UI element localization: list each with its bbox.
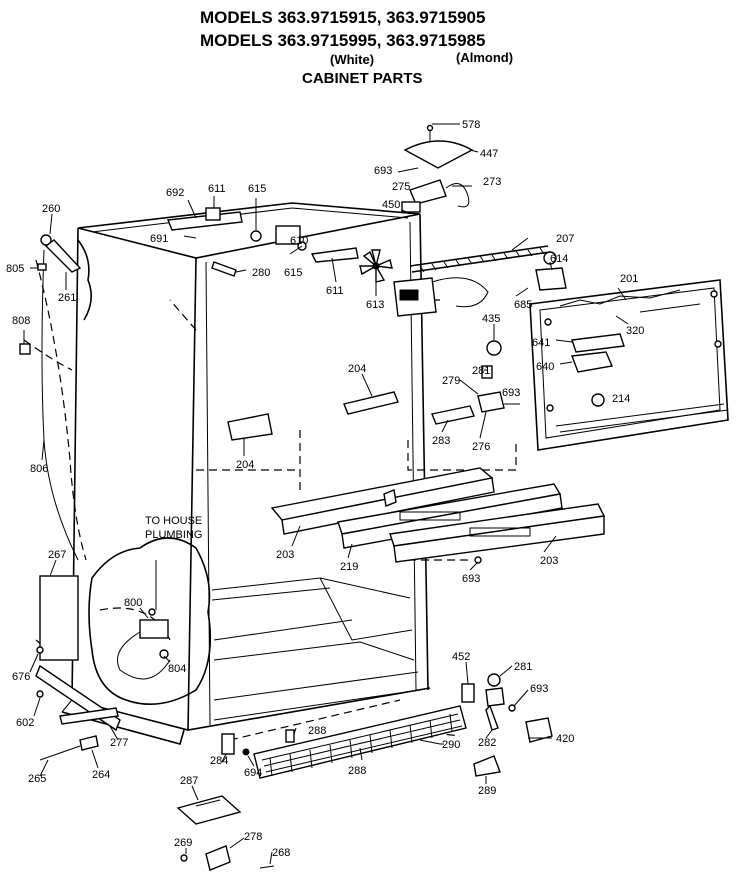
part-label: 602 bbox=[16, 717, 34, 729]
part-labels: 578 447 693 275 273 450 692 611 615 691 … bbox=[6, 119, 644, 859]
plumbing-note-line-2: PLUMBING bbox=[145, 529, 202, 541]
part-label: 260 bbox=[42, 203, 60, 215]
part-label: 685 bbox=[514, 299, 532, 311]
part-label: 694 bbox=[244, 767, 262, 779]
part-label: 290 bbox=[442, 739, 460, 751]
part-label: 268 bbox=[272, 847, 290, 859]
part-label: 284 bbox=[210, 755, 228, 767]
part-label: 288 bbox=[348, 765, 366, 777]
diagram-header: MODELS 363.9715915, 363.9715905 MODELS 3… bbox=[0, 0, 736, 95]
part-label: 203 bbox=[276, 549, 294, 561]
part-label: 691 bbox=[150, 233, 168, 245]
cabinet-body bbox=[23, 202, 517, 745]
part-label: 611 bbox=[326, 285, 344, 297]
part-label: 320 bbox=[626, 325, 644, 337]
part-label: 804 bbox=[168, 663, 186, 675]
part-label: 447 bbox=[480, 148, 498, 160]
part-label: 450 bbox=[382, 199, 400, 211]
part-label: 269 bbox=[174, 837, 192, 849]
part-label: 275 bbox=[392, 181, 410, 193]
part-label: 214 bbox=[612, 393, 630, 405]
part-label: 693 bbox=[462, 573, 480, 585]
part-label: 615 bbox=[248, 183, 266, 195]
part-label: 282 bbox=[478, 737, 496, 749]
part-label: 578 bbox=[462, 119, 480, 131]
part-label: 265 bbox=[28, 773, 46, 785]
part-label: 277 bbox=[110, 737, 128, 749]
part-label: 207 bbox=[556, 233, 574, 245]
part-label: 611 bbox=[208, 183, 226, 195]
part-label: 615 bbox=[284, 267, 302, 279]
part-label: 806 bbox=[30, 463, 48, 475]
part-label: 808 bbox=[12, 315, 30, 327]
part-label: 204 bbox=[348, 363, 366, 375]
plumbing-note-line-1: TO HOUSE bbox=[145, 515, 202, 527]
finish-white-label: (White) bbox=[330, 52, 375, 67]
finish-almond-label: (Almond) bbox=[456, 50, 514, 65]
part-label: 261 bbox=[58, 292, 76, 304]
part-label: 800 bbox=[124, 597, 142, 609]
part-label: 693 bbox=[502, 387, 520, 399]
model-numbers-line-2: MODELS 363.9715995, 363.9715985 bbox=[200, 31, 486, 50]
part-label: 273 bbox=[483, 176, 501, 188]
part-label: 693 bbox=[530, 683, 548, 695]
part-label: 452 bbox=[452, 651, 470, 663]
mid-brackets bbox=[227, 340, 520, 441]
part-label: 279 bbox=[442, 375, 460, 387]
part-label: 280 bbox=[252, 267, 270, 279]
part-label: 693 bbox=[374, 165, 392, 177]
part-label: 613 bbox=[366, 299, 384, 311]
leader-lines bbox=[23, 123, 629, 865]
back-panel bbox=[529, 279, 729, 451]
part-label: 287 bbox=[180, 775, 198, 787]
part-label: 614 bbox=[550, 253, 568, 265]
section-title: CABINET PARTS bbox=[302, 70, 423, 87]
part-label: 805 bbox=[6, 263, 24, 275]
part-label: 278 bbox=[244, 831, 262, 843]
part-label: 676 bbox=[12, 671, 30, 683]
bottom-parts bbox=[176, 673, 553, 871]
model-numbers-line-1: MODELS 363.9715915, 363.9715905 bbox=[200, 8, 486, 27]
part-label: 692 bbox=[166, 187, 184, 199]
part-label: 610 bbox=[290, 235, 308, 247]
part-label: 283 bbox=[432, 435, 450, 447]
part-label: 435 bbox=[482, 313, 500, 325]
part-label: 276 bbox=[472, 441, 490, 453]
left-side-parts bbox=[19, 234, 119, 761]
part-label: 281 bbox=[514, 661, 532, 673]
part-label: 640 bbox=[536, 361, 554, 373]
part-label: 288 bbox=[308, 725, 326, 737]
top-assemblies bbox=[167, 124, 567, 317]
shelf-rails bbox=[270, 467, 606, 564]
part-label: 219 bbox=[340, 561, 358, 573]
part-label: 201 bbox=[620, 273, 638, 285]
part-label: 281 bbox=[472, 365, 490, 377]
part-label: 289 bbox=[478, 785, 496, 797]
part-label: 204 bbox=[236, 459, 254, 471]
part-label: 267 bbox=[48, 549, 66, 561]
part-label: 203 bbox=[540, 555, 558, 567]
part-label: 264 bbox=[92, 769, 110, 781]
part-label: 641 bbox=[532, 337, 550, 349]
part-label: 420 bbox=[556, 733, 574, 745]
